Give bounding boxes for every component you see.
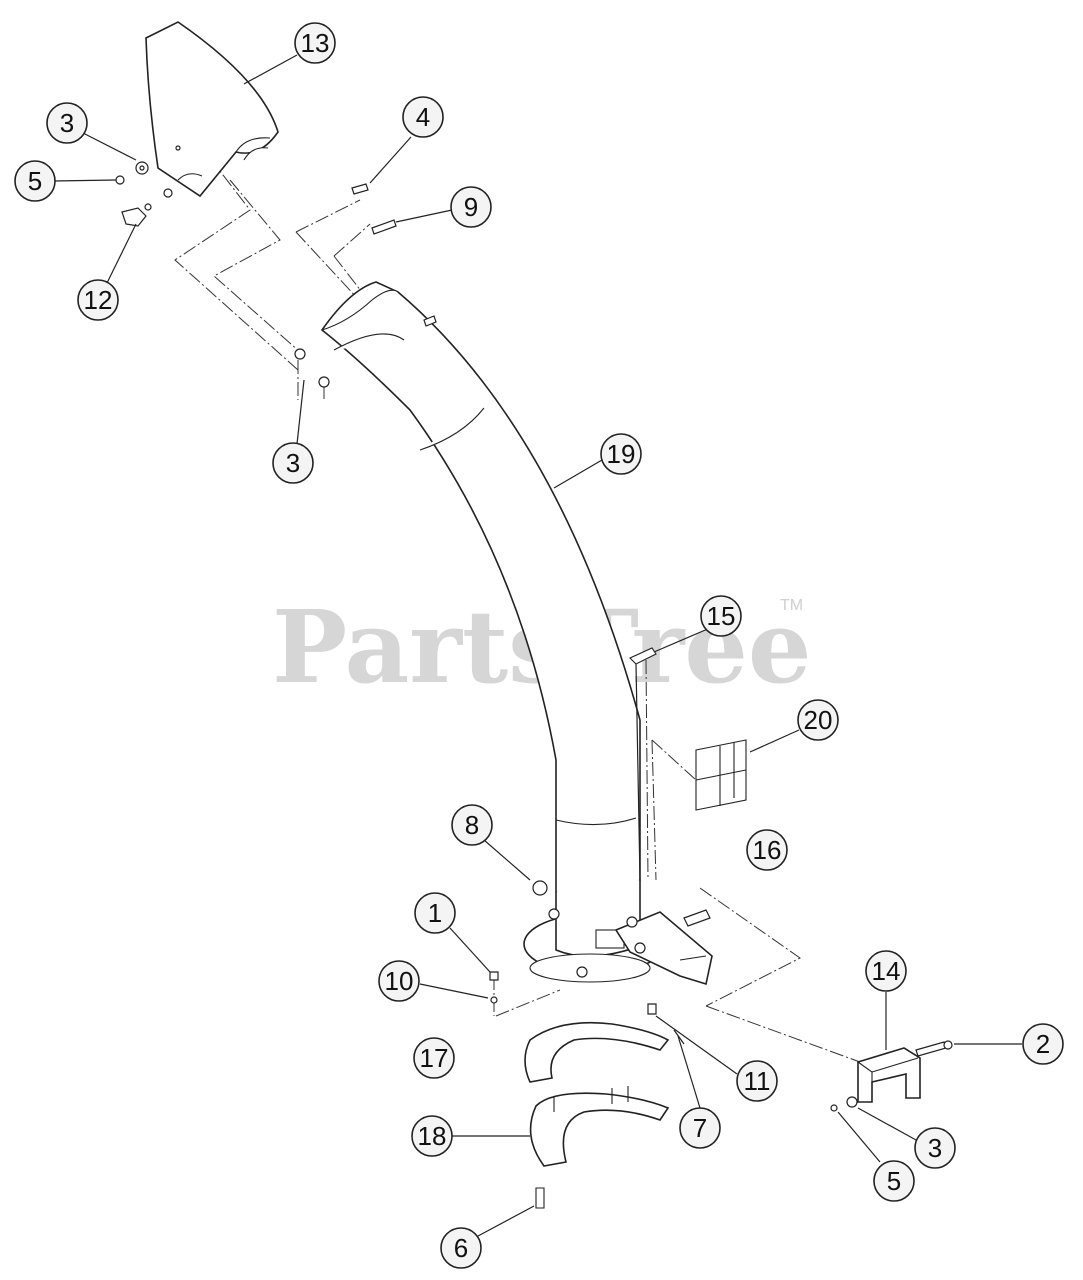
svg-text:18: 18 bbox=[418, 1121, 447, 1151]
callout-6: 6 bbox=[440, 1227, 482, 1269]
callout-8: 8 bbox=[451, 804, 493, 846]
callout-3-bottom: 3 bbox=[914, 1127, 956, 1169]
callout-2: 2 bbox=[1022, 1023, 1064, 1065]
svg-text:20: 20 bbox=[804, 705, 833, 735]
callout-13: 13 bbox=[294, 22, 336, 64]
callout-9: 9 bbox=[450, 186, 492, 228]
deflector-hardware bbox=[115, 161, 397, 235]
svg-text:1: 1 bbox=[428, 898, 442, 928]
callout-14: 14 bbox=[865, 950, 907, 992]
svg-text:5: 5 bbox=[28, 166, 42, 196]
svg-text:13: 13 bbox=[301, 28, 330, 58]
svg-text:15: 15 bbox=[707, 601, 736, 631]
svg-text:14: 14 bbox=[872, 956, 901, 986]
bracket-part bbox=[830, 1040, 953, 1112]
callout-3-mid: 3 bbox=[272, 442, 314, 484]
base-hardware bbox=[489, 971, 685, 1045]
svg-text:5: 5 bbox=[887, 1166, 901, 1196]
assembly-lines-bottom bbox=[493, 887, 861, 1063]
callout-5-top: 5 bbox=[14, 160, 56, 202]
callout-19: 19 bbox=[600, 433, 642, 475]
svg-text:7: 7 bbox=[693, 1113, 707, 1143]
callout-17: 17 bbox=[413, 1037, 455, 1079]
callout-10: 10 bbox=[378, 960, 420, 1002]
half-ring-parts bbox=[524, 1021, 670, 1209]
callout-12: 12 bbox=[77, 279, 119, 321]
svg-text:19: 19 bbox=[607, 439, 636, 469]
svg-text:6: 6 bbox=[454, 1233, 468, 1263]
callout-7: 7 bbox=[679, 1107, 721, 1149]
callout-20: 20 bbox=[797, 699, 839, 741]
svg-text:10: 10 bbox=[385, 966, 414, 996]
svg-text:17: 17 bbox=[420, 1043, 449, 1073]
callout-1: 1 bbox=[414, 892, 456, 934]
callout-3-top: 3 bbox=[46, 102, 88, 144]
rod-part bbox=[629, 647, 657, 881]
deflector-part bbox=[145, 21, 279, 198]
watermark-trademark: TM bbox=[780, 597, 803, 614]
chute-base-part bbox=[523, 880, 713, 986]
callout-11: 11 bbox=[736, 1060, 778, 1102]
callout-18: 18 bbox=[411, 1115, 453, 1157]
svg-text:3: 3 bbox=[286, 448, 300, 478]
svg-text:16: 16 bbox=[753, 835, 782, 865]
svg-text:3: 3 bbox=[928, 1133, 942, 1163]
callout-16: 16 bbox=[746, 829, 788, 871]
svg-text:11: 11 bbox=[744, 1066, 771, 1096]
svg-text:4: 4 bbox=[416, 102, 430, 132]
svg-text:12: 12 bbox=[84, 285, 113, 315]
decal-part bbox=[651, 739, 747, 881]
svg-text:3: 3 bbox=[60, 108, 74, 138]
svg-text:2: 2 bbox=[1036, 1029, 1050, 1059]
svg-text:8: 8 bbox=[465, 810, 479, 840]
svg-text:9: 9 bbox=[464, 192, 478, 222]
callout-5-bottom: 5 bbox=[873, 1160, 915, 1202]
callout-15: 15 bbox=[700, 595, 742, 637]
callout-4: 4 bbox=[402, 96, 444, 138]
